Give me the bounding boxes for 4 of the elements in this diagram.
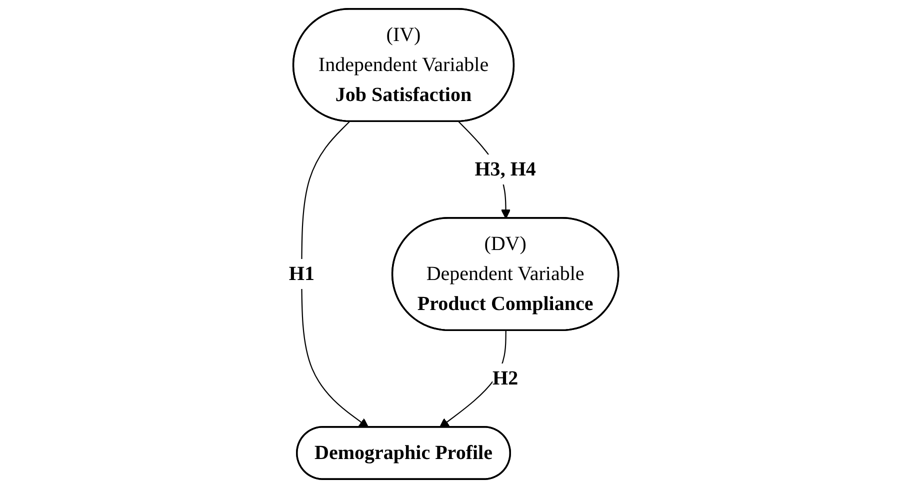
arrow [301, 121, 369, 428]
edge-label: H1 [288, 262, 314, 285]
edge-label: H3, H4 [474, 158, 536, 180]
edge-label: H2 [492, 366, 518, 390]
